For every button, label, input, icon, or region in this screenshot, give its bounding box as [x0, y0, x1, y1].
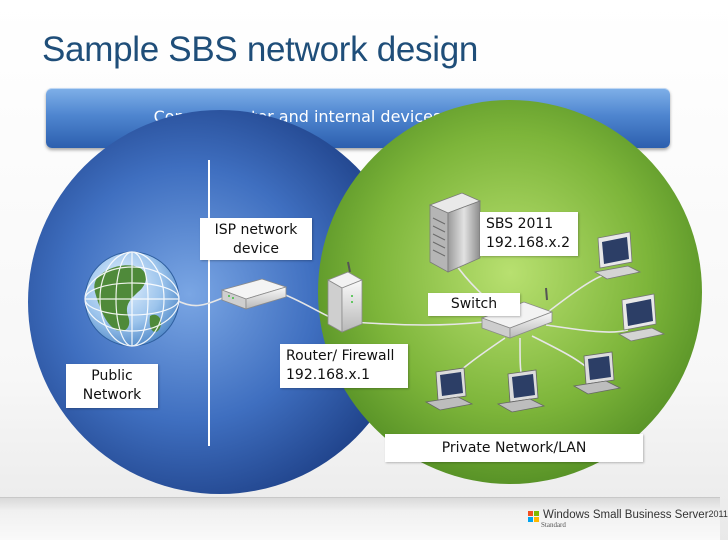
laptop-icon	[496, 369, 546, 413]
brand-logo: Windows Small Business Server2011	[528, 509, 728, 531]
sbs-server-label: SBS 2011 192.168.x.2	[480, 212, 578, 256]
router-firewall-label: Router/ Firewall 192.168.x.1	[280, 344, 408, 388]
desktop-computer-icon	[593, 231, 642, 280]
laptop-icon	[572, 351, 622, 395]
windows-logo-icon	[528, 511, 540, 523]
private-network-label: Private Network/LAN	[385, 434, 643, 462]
laptop-icon	[424, 367, 474, 411]
isp-modem-icon	[220, 278, 288, 310]
brand-year: 2011	[708, 509, 728, 519]
globe-icon	[84, 251, 180, 347]
footer-bar	[0, 497, 720, 540]
public-network-label: Public Network	[66, 364, 158, 408]
switch-label: Switch	[428, 293, 520, 316]
desktop-computer-icon	[617, 293, 666, 342]
brand-edition: Standard	[541, 521, 566, 529]
private-network-zone	[318, 100, 702, 484]
slide-title: Sample SBS network design	[42, 30, 479, 69]
server-icon	[428, 192, 482, 273]
router-icon	[327, 261, 363, 333]
isp-network-device-label: ISP network device	[200, 218, 312, 260]
brand-name: Windows Small Business Server	[543, 509, 709, 521]
